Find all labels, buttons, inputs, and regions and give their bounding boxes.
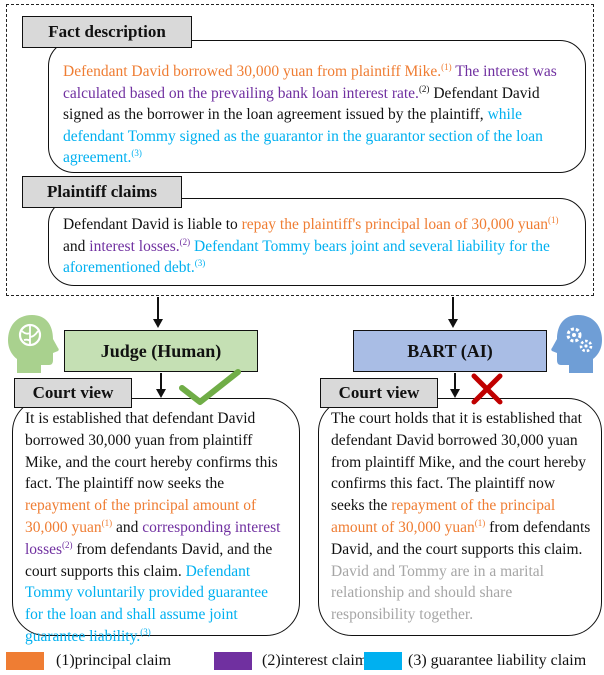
claims-marker-1: (1)	[548, 214, 559, 225]
arrow-bart-to-view	[450, 373, 460, 398]
ai-view-marker-1: (1)	[474, 517, 486, 528]
claims-text-start: Defendant David is liable to	[63, 216, 242, 233]
human-view-principal: repayment of the principal amount of 30,…	[25, 497, 257, 536]
human-court-view-tab: Court view	[14, 378, 132, 408]
ai-court-view-title: Court view	[338, 383, 420, 402]
ai-court-view-tab: Court view	[320, 378, 438, 408]
human-court-view-title: Court view	[32, 383, 114, 402]
input-region	[6, 4, 594, 296]
human-view-text-start: It is established that defendant David b…	[25, 410, 278, 493]
legend-label-interest: (2)interest claim	[262, 652, 368, 669]
marker-1: (1)	[441, 61, 452, 72]
human-view-interest: corresponding interest losses	[25, 518, 281, 558]
ai-gear-head-icon	[551, 315, 602, 373]
marker-2: (2)	[418, 83, 430, 94]
human-view-marker-3: (3)	[140, 626, 151, 637]
fact-sentence-interest: The interest was calculated based on the…	[63, 63, 557, 102]
bart-ai-label: BART (AI)	[407, 340, 493, 361]
claims-marker-3: (3)	[194, 257, 206, 268]
human-view-marker-1: (1)	[101, 517, 113, 528]
ai-view-hallucination: David and Tommy are in a marital relatio…	[331, 562, 544, 624]
judge-human-box: Judge (Human)	[64, 330, 258, 372]
human-court-view-box: It is established that defendant David b…	[12, 398, 300, 645]
legend-label-guarantee: (3) guarantee liability claim	[408, 652, 587, 669]
arrow-to-bart	[448, 297, 458, 328]
fact-description-box: Defendant David borrowed 30,000 yuan fro…	[48, 40, 586, 173]
ai-court-view-box: The court holds that it is established t…	[318, 398, 602, 636]
plaintiff-claims-box: Defendant David is liable to repay the p…	[48, 198, 586, 286]
ai-view-text-start: The court holds that it is established t…	[331, 410, 586, 515]
legend-swatch-principal	[6, 652, 44, 670]
human-brain-head-icon	[8, 315, 59, 373]
human-view-guarantee: Defendant Tommy voluntarily provided gua…	[25, 562, 268, 645]
arrow-to-judge	[153, 297, 163, 328]
cross-mark-icon	[471, 373, 503, 405]
plaintiff-claims-title: Plaintiff claims	[46, 182, 157, 201]
legend-label-principal: (1)principal claim	[56, 652, 172, 669]
arrow-judge-to-view	[156, 373, 166, 398]
claims-guarantee: Defendant Tommy bears joint and several …	[63, 237, 550, 277]
legend-swatch-interest	[214, 652, 252, 670]
human-view-marker-2: (2)	[62, 539, 73, 550]
human-view-text-mid: from defendants David, and the court sup…	[25, 540, 273, 580]
ai-view-principal: repayment of the principal amount of 30,…	[331, 497, 556, 536]
bart-ai-box: BART (AI)	[353, 330, 547, 372]
legend-swatch-guarantee	[364, 652, 402, 670]
fact-description-tab: Fact description	[22, 16, 192, 48]
claims-and: and	[63, 237, 90, 255]
check-mark-icon	[179, 369, 241, 405]
judge-human-label: Judge (Human)	[100, 340, 222, 361]
claims-principal: repay the plaintiff's principal loan of …	[241, 216, 549, 233]
fact-sentence-principal: Defendant David borrowed 30,000 yuan fro…	[63, 63, 442, 80]
ai-view-text-mid: from defendants David, and the court sup…	[331, 518, 591, 558]
human-view-and: and	[112, 518, 143, 536]
plaintiff-claims-tab: Plaintiff claims	[22, 176, 182, 208]
fact-sentence-guarantee: while defendant Tommy signed as the guar…	[63, 106, 543, 166]
claims-marker-2: (2)	[179, 236, 191, 247]
fact-sentence-signing: Defendant David signed as the borrower i…	[63, 84, 540, 124]
claims-interest: interest losses.	[89, 237, 180, 255]
fact-description-title: Fact description	[48, 22, 166, 41]
marker-3: (3)	[131, 147, 142, 158]
